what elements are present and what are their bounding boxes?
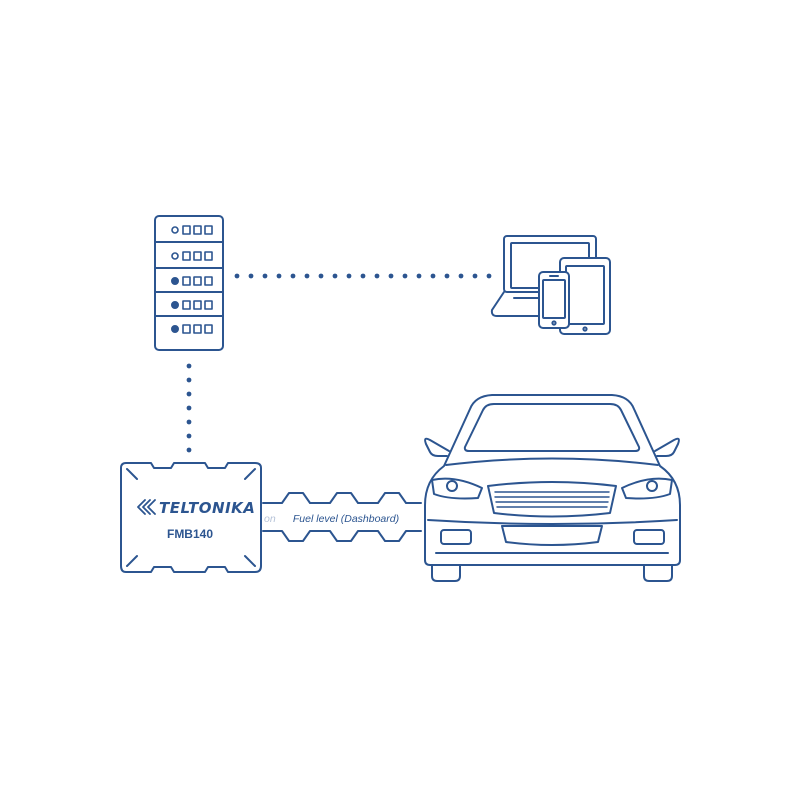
gps-tracker-icon [120,462,262,573]
tablet-icon [559,257,611,335]
server-rack-icon [154,215,224,351]
server-row-1 [171,225,213,235]
brand-logo-text: TELTONIKA [159,499,255,517]
can-bus-wave-icon [262,492,422,542]
faded-label-fragment: on [264,513,276,525]
car-front-icon [424,394,681,582]
dotted-link-server-devices [234,273,492,279]
server-row-4 [171,300,213,310]
server-row-5 [171,324,213,334]
server-row-2 [171,251,213,261]
laptop-phone-tablet-icon [490,235,611,335]
teltonika-logo-icon [137,499,156,515]
device-model-label: FMB140 [167,527,213,541]
server-row-3 [171,276,213,286]
connection-label: Fuel level (Dashboard) [293,513,399,525]
dotted-link-server-tracker [186,363,192,453]
phone-icon [538,271,570,329]
